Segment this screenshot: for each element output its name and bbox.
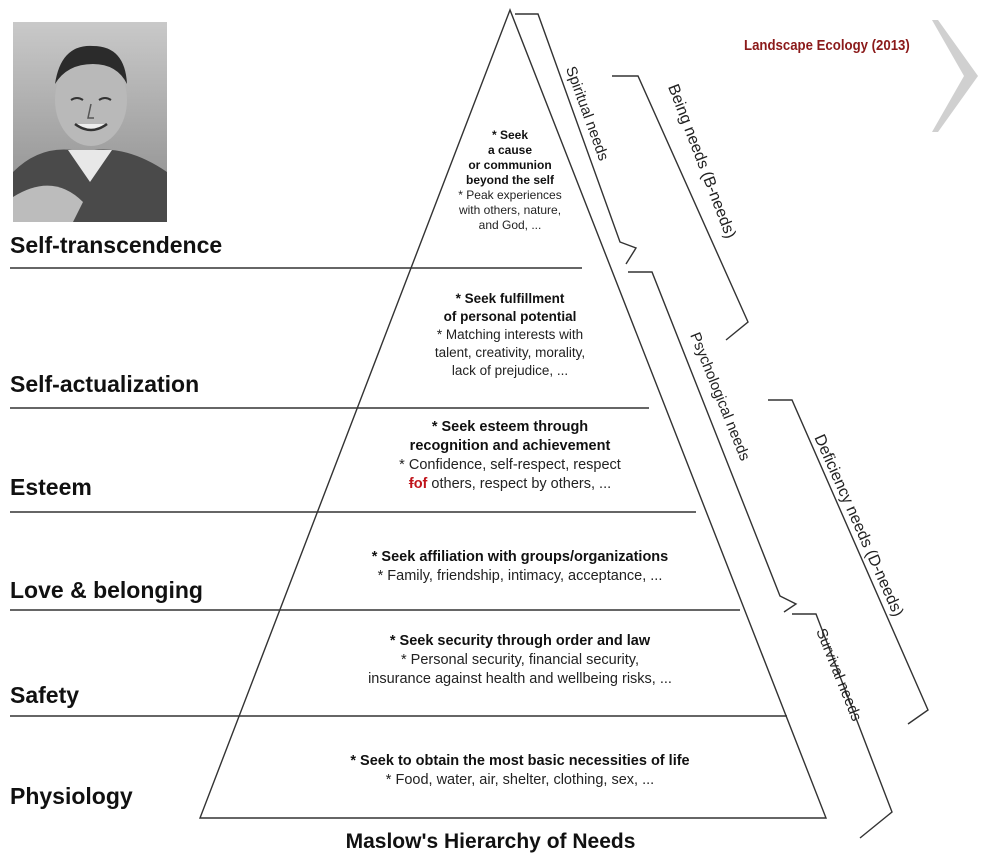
tier-line: with others, nature,: [458, 203, 562, 217]
level-name: Self-transcendence: [10, 232, 223, 258]
level-name: Esteem: [10, 474, 92, 500]
portrait-photo: [13, 22, 167, 222]
tier-line: insurance against health and wellbeing r…: [368, 671, 672, 687]
tier-line: * Peak experiences: [458, 188, 562, 202]
tier-line: * Seek affiliation with groups/organizat…: [371, 549, 669, 565]
diagram-caption: Maslow's Hierarchy of Needs: [345, 830, 636, 853]
tier-line: * Seek: [491, 128, 529, 142]
tier-love-belonging: * Seek affiliation with groups/organizat…: [300, 548, 740, 586]
tier-self-actualization: * Seek fulfillment of personal potential…: [380, 290, 640, 380]
struck-text: f: [408, 476, 414, 492]
level-name: Safety: [10, 682, 80, 708]
tier-safety: * Seek security through order and law * …: [280, 632, 760, 689]
brace-spiritual: [515, 13, 638, 265]
tier-line: * Seek to obtain the most basic necessit…: [350, 753, 690, 769]
inserted-text: of: [413, 476, 428, 492]
level-name: Physiology: [10, 783, 133, 809]
tier-esteem: * Seek esteem through recognition and ac…: [340, 418, 680, 494]
tier-physiology: * Seek to obtain the most basic necessit…: [250, 752, 790, 790]
tier-line: * Food, water, air, shelter, clothing, s…: [385, 772, 655, 788]
tier-line: recognition and achievement: [409, 438, 611, 454]
source-citation: Landscape Ecology (2013): [744, 37, 910, 54]
tier-line: * Personal security, financial security,: [400, 652, 639, 668]
tier-line: * Family, friendship, intimacy, acceptan…: [377, 568, 663, 584]
tier-line: a cause: [487, 143, 533, 157]
brace-survival: [792, 613, 893, 839]
tier-line: * Confidence, self-respect, respect: [399, 457, 621, 473]
tier-line: and God, ...: [478, 218, 542, 232]
tier-line: or communion: [468, 158, 552, 172]
tier-line: of personal potential: [443, 309, 577, 324]
brace-being: [612, 75, 749, 341]
tier-line-corrected: fof others, respect by others, ...: [340, 475, 680, 494]
tier-line: lack of prejudice, ...: [451, 363, 569, 378]
tier-self-transcendence: * Seek a cause or communion beyond the s…: [410, 128, 610, 233]
brace-deficiency: [768, 399, 929, 725]
tier-line: beyond the self: [465, 173, 554, 187]
level-name: Self-actualization: [10, 371, 200, 397]
tier-line: * Matching interests with: [436, 327, 584, 342]
level-name: Love & belonging: [10, 577, 203, 603]
tier-line: * Seek fulfillment: [455, 291, 565, 306]
tier-line: * Seek esteem through: [431, 419, 589, 435]
chevron-right-icon: [932, 20, 978, 132]
tier-line: * Seek security through order and law: [389, 633, 651, 649]
pyramid-outline: [198, 8, 828, 819]
tier-line: talent, creativity, morality,: [434, 345, 586, 360]
tier-line: others, respect by others, ...: [431, 476, 612, 492]
brace-psychological: [628, 271, 798, 613]
